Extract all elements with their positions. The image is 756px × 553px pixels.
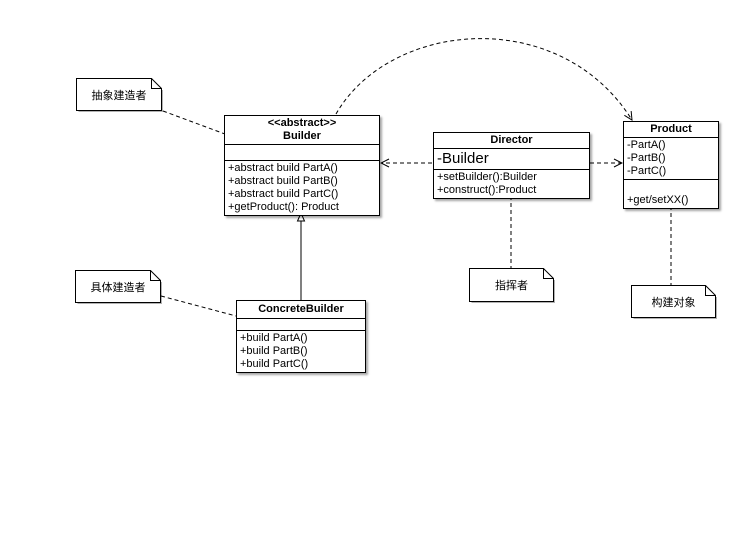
product-attribute: -PartB() [627, 152, 666, 164]
note-product[interactable]: 构建对象 [631, 285, 717, 319]
note-abstract-builder[interactable]: 抽象建造者 [76, 78, 163, 112]
note-shape [469, 268, 555, 303]
note-shape [75, 270, 162, 304]
builder-class-name: Builder [283, 130, 321, 142]
director-class-name: Director [490, 134, 533, 146]
builder-class[interactable]: <<abstract>> Builder +abstract build Par… [224, 115, 380, 216]
builder-method: +abstract build PartB() [228, 175, 338, 187]
note-link-concrete-builder [160, 295, 237, 317]
note-shape [76, 78, 163, 112]
builder-methods: +abstract build PartA() +abstract build … [225, 160, 379, 215]
concrete-builder-methods: +build PartA() +build PartB() +build Par… [237, 330, 365, 372]
builder-method: +abstract build PartC() [228, 188, 339, 200]
builder-product-dependency [335, 38, 632, 120]
product-attribute: -PartC() [627, 165, 667, 177]
inheritance-arrowhead [296, 211, 306, 222]
builder-attributes [225, 144, 379, 160]
director-class[interactable]: Director -Builder +setBuilder():Builder … [433, 132, 590, 199]
director-attribute: -Builder [437, 150, 489, 167]
note-concrete-builder[interactable]: 具体建造者 [75, 270, 162, 304]
note-text: 指挥者 [495, 280, 528, 292]
product-method: +get/setXX() [627, 194, 689, 206]
director-method: +construct():Product [437, 184, 537, 196]
director-methods: +setBuilder():Builder +construct():Produ… [434, 169, 589, 198]
builder-method: +abstract build PartA() [228, 162, 338, 174]
note-shape [631, 285, 717, 319]
product-attribute: -PartA() [627, 139, 666, 151]
note-text: 构建对象 [651, 296, 696, 309]
concrete-builder-attributes [237, 318, 365, 330]
concrete-builder-method: +build PartB() [240, 345, 308, 357]
builder-method: +getProduct(): Product [228, 201, 339, 213]
concrete-builder-class[interactable]: ConcreteBuilder +build PartA() +build Pa… [236, 300, 366, 373]
builder-stereotype: <<abstract>> [267, 117, 337, 129]
concrete-builder-method: +build PartC() [240, 358, 309, 370]
concrete-builder-class-name: ConcreteBuilder [258, 303, 344, 315]
product-class-name: Product [650, 123, 692, 135]
builder-class-header: <<abstract>> Builder [225, 116, 379, 144]
note-director[interactable]: 指挥者 [469, 268, 555, 303]
product-class[interactable]: Product -PartA() -PartB() -PartC() +get/… [623, 121, 719, 209]
note-text: 抽象建造者 [91, 89, 147, 102]
director-attributes: -Builder [434, 148, 589, 169]
note-text: 具体建造者 [90, 281, 146, 294]
concrete-builder-method: +build PartA() [240, 332, 308, 344]
product-attributes: -PartA() -PartB() -PartC() [624, 137, 718, 179]
note-link-abstract-builder [162, 110, 226, 135]
product-methods: +get/setXX() [624, 179, 718, 208]
director-method: +setBuilder():Builder [437, 171, 537, 183]
